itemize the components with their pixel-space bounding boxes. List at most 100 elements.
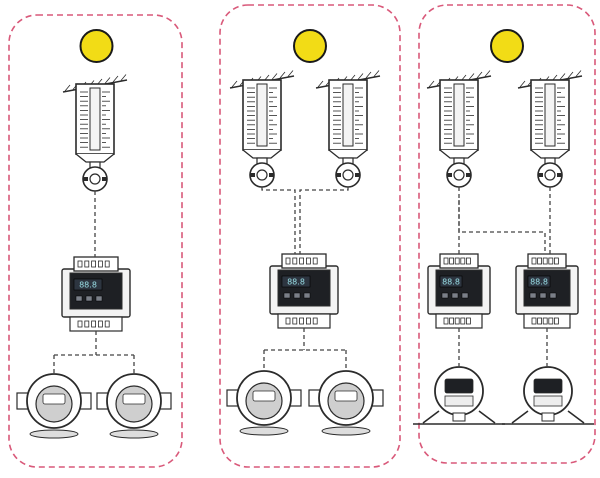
sensor-port — [83, 177, 88, 181]
lcd-reading: 88.8 — [530, 278, 548, 287]
lcd-display — [527, 275, 551, 288]
terminal-screw — [449, 257, 455, 265]
hatch-mark — [373, 70, 380, 77]
hatch-mark — [120, 74, 127, 81]
sensor-hub — [256, 169, 268, 181]
sensor-port — [269, 173, 274, 177]
sensor-port — [250, 173, 255, 177]
pump-keypad — [444, 395, 474, 407]
terminal-screw — [98, 260, 103, 268]
flowmeter-fitting — [75, 153, 115, 163]
step-badge — [79, 29, 114, 63]
terminal-screw — [77, 320, 83, 328]
sensor-port — [447, 173, 452, 177]
terminal-screw — [460, 317, 466, 325]
sensor-port — [102, 177, 107, 181]
controller-faceplate — [523, 269, 571, 307]
terminal-screw — [548, 317, 554, 325]
hatch-mark — [279, 71, 286, 79]
sensor-port — [466, 173, 471, 177]
step-badge — [293, 29, 327, 63]
terminal-screw — [554, 257, 559, 265]
lcd-reading: 88.8 — [442, 278, 460, 287]
terminal-screw — [292, 257, 298, 265]
sensor-hub — [544, 169, 556, 181]
hatch-mark — [365, 71, 372, 79]
controller-key — [75, 295, 83, 302]
hatch-mark — [104, 77, 111, 84]
controller-faceplate — [277, 269, 331, 307]
pump-keypad — [533, 395, 563, 407]
hatch-mark — [428, 80, 435, 88]
terminal-screw — [299, 257, 305, 265]
controller-key — [529, 292, 537, 299]
terminal-screw — [542, 317, 548, 325]
signal-cable — [299, 187, 349, 254]
terminal-screw — [305, 257, 311, 265]
terminal-screw — [449, 317, 455, 325]
pump-display — [444, 378, 474, 394]
hatch-mark — [287, 70, 294, 77]
sensor-hub — [89, 173, 101, 185]
flowmeter-1 — [229, 70, 295, 188]
panel-3: 88.8 88.8 — [413, 4, 596, 464]
terminal-screw — [84, 320, 90, 328]
panel-frame — [219, 4, 401, 468]
terminal-screw — [285, 317, 291, 325]
metering-pump-1 — [413, 366, 505, 425]
flowmeter-1 — [426, 70, 492, 188]
flowmeter-fitting — [530, 149, 570, 159]
sensor-port — [557, 173, 562, 177]
controller-key — [549, 292, 557, 299]
lcd-reading: 88.8 — [287, 278, 305, 287]
controller-key — [539, 292, 547, 299]
signal-cable — [261, 187, 296, 254]
terminal-block — [73, 256, 119, 272]
pump-panel — [122, 393, 146, 405]
flowmeter-tube — [256, 83, 268, 147]
hatch-mark — [317, 80, 324, 88]
terminal-screw — [77, 260, 83, 268]
metering-pump-2 — [96, 373, 172, 439]
flowmeter-tube — [342, 83, 354, 147]
hatch-mark — [112, 75, 119, 83]
step-badge — [490, 29, 524, 63]
terminal-screw — [454, 257, 460, 265]
pulse-controller-1: 88.8 — [269, 253, 339, 329]
pulse-controller-2: 88.8 — [515, 253, 579, 329]
terminal-screw — [312, 317, 318, 325]
flowmeter-2 — [315, 70, 381, 188]
shared-signal-cable — [458, 200, 546, 254]
controller-key — [303, 292, 311, 299]
terminal-screw — [104, 260, 110, 268]
pump-foot-valve — [452, 412, 466, 422]
terminal-screw — [443, 257, 449, 265]
terminal-screw — [305, 317, 311, 325]
flowmeter-tube — [89, 87, 101, 151]
sensor-hub — [453, 169, 465, 181]
flowmeter-2 — [517, 70, 583, 188]
terminal-screw — [531, 257, 537, 265]
panel-1: 88.8 — [8, 14, 183, 468]
pump-base — [109, 429, 159, 439]
controller-key — [451, 292, 459, 299]
terminal-screw — [299, 317, 305, 325]
terminal-screw — [531, 317, 537, 325]
flowmeter-fitting — [242, 149, 282, 159]
terminal-screw — [91, 260, 96, 268]
terminal-screw — [443, 317, 449, 325]
terminal-screw — [537, 317, 542, 325]
controller-key — [85, 295, 93, 302]
lcd-display — [439, 275, 463, 288]
controller-key — [461, 292, 469, 299]
pump-base — [29, 429, 79, 439]
pump-legs — [422, 410, 496, 424]
terminal-screw — [465, 257, 471, 265]
hatch-mark — [559, 73, 566, 80]
controller-key — [441, 292, 449, 299]
terminal-screw — [84, 260, 90, 268]
sensor-port — [538, 173, 543, 177]
sensor-hub — [342, 169, 354, 181]
terminal-screw — [91, 320, 96, 328]
hatch-mark — [476, 71, 483, 79]
